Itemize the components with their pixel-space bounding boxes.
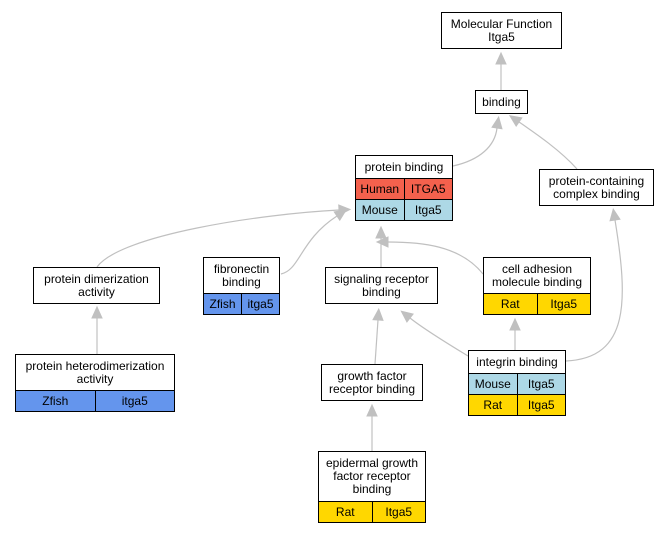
gene-cell: Itga5 xyxy=(516,395,566,415)
node-label: cell adhesion molecule binding xyxy=(491,261,583,289)
species-cell: Zfish xyxy=(42,394,69,408)
species-cell: Rat xyxy=(500,297,520,311)
gene-cell: Itga5 xyxy=(516,374,566,394)
node-growth-factor-receptor-binding[interactable]: growth factor receptor binding xyxy=(321,364,423,401)
node-label: fibronectin binding xyxy=(213,261,270,289)
species-cell: Mouse xyxy=(474,377,511,391)
node-label: epidermal growth factor receptor binding xyxy=(325,456,419,496)
node-protein-containing-complex-binding[interactable]: protein-containing complex binding xyxy=(539,169,654,206)
arrowhead-protein-binding-to-binding xyxy=(491,115,503,130)
node-label: Molecular Function Itga5 xyxy=(450,16,553,44)
arrowhead-integrin-binding-to-cell-adhesion-molecule-binding xyxy=(509,317,521,331)
node-label: growth factor receptor binding xyxy=(328,368,416,396)
species-cell: Human xyxy=(360,182,400,196)
edge-protein-binding-to-binding xyxy=(452,127,498,167)
gene-cell: Itga5 xyxy=(371,502,426,522)
arrowhead-binding-to-molecular-function xyxy=(495,51,507,65)
arrowhead-growth-factor-receptor-binding-to-signaling-receptor-binding xyxy=(372,307,384,321)
node-label: protein dimerization activity xyxy=(44,271,149,299)
annotation-row-rat: Rat Itga5 xyxy=(469,394,565,415)
node-label: integrin binding xyxy=(476,354,558,369)
node-label: protein-containing complex binding xyxy=(548,173,645,201)
species-cell: Rat xyxy=(335,505,355,519)
edge-protein-dimerization-activity-to-protein-binding xyxy=(96,209,340,268)
edge-cell-adhesion-molecule-binding-to-protein-binding xyxy=(387,241,484,275)
edge-integrin-binding-to-signaling-receptor-binding xyxy=(409,317,469,357)
node-molecular-function[interactable]: Molecular Function Itga5 xyxy=(441,12,562,49)
gene-cell: Itga5 xyxy=(536,294,591,314)
gene-cell: Itga5 xyxy=(403,200,453,220)
arrowhead-cell-adhesion-molecule-binding-to-protein-binding xyxy=(375,236,389,248)
node-label: protein heterodimerization activity xyxy=(25,358,165,386)
species-cell: Rat xyxy=(483,398,503,412)
arrowhead-protein-heterodimerization-activity-to-protein-dimerization-activity xyxy=(91,305,103,319)
node-binding[interactable]: binding xyxy=(475,90,528,114)
node-label: protein binding xyxy=(364,159,444,174)
arrowhead-fibronectin-binding-to-protein-binding xyxy=(333,209,348,222)
edge-fibronectin-binding-to-protein-binding xyxy=(280,215,338,275)
node-epidermal-growth-factor-receptor-binding[interactable]: epidermal growth factor receptor binding… xyxy=(318,451,426,523)
arrowhead-integrin-binding-to-signaling-receptor-binding xyxy=(400,310,414,323)
edge-protein-containing-complex-binding-to-binding xyxy=(518,121,578,170)
arrowhead-signaling-receptor-binding-to-protein-binding xyxy=(375,225,387,239)
annotation-row-mouse: Mouse Itga5 xyxy=(469,373,565,394)
node-protein-dimerization-activity[interactable]: protein dimerization activity xyxy=(33,267,160,304)
node-label: binding xyxy=(482,94,521,109)
annotation-row-zfish: Zfish itga5 xyxy=(16,390,174,411)
node-signaling-receptor-binding[interactable]: signaling receptor binding xyxy=(325,267,438,304)
edge-growth-factor-receptor-binding-to-signaling-receptor-binding xyxy=(374,319,379,365)
species-cell: Mouse xyxy=(361,203,398,217)
annotation-row-mouse: Mouse Itga5 xyxy=(356,199,452,220)
species-cell: Zfish xyxy=(209,297,236,311)
gene-cell: ITGA5 xyxy=(403,179,453,199)
node-label: signaling receptor binding xyxy=(334,271,429,299)
annotation-row-rat: Rat Itga5 xyxy=(484,293,590,314)
gene-cell: itga5 xyxy=(94,391,175,411)
arrowhead-protein-containing-complex-binding-to-binding xyxy=(508,115,523,128)
annotation-row-rat: Rat Itga5 xyxy=(319,501,425,522)
arrowhead-integrin-binding-to-protein-containing-complex-binding xyxy=(609,207,621,222)
arrowhead-epidermal-growth-factor-receptor-binding-to-growth-factor-receptor-binding xyxy=(366,403,378,417)
edge-integrin-binding-to-protein-containing-complex-binding xyxy=(565,219,623,362)
annotation-row-zfish: Zfish itga5 xyxy=(204,293,279,314)
gene-cell: itga5 xyxy=(241,294,279,314)
